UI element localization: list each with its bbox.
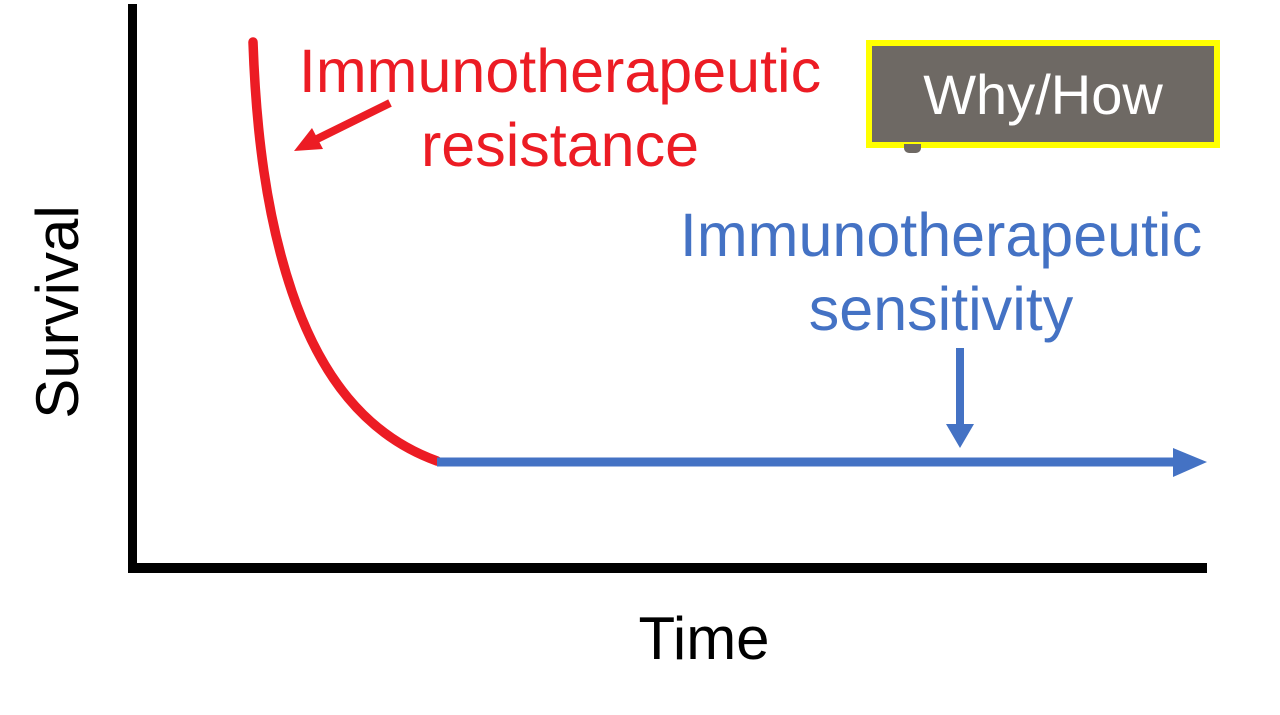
whyhow-callout-box: Why/How xyxy=(866,40,1220,148)
resistance-annotation-line1: Immunotherapeutic xyxy=(298,37,822,105)
x-axis-label: Time xyxy=(638,605,770,672)
resistance-annotation-line2: resistance xyxy=(420,111,699,179)
sensitivity-annotation: Immunotherapeutic sensitivity xyxy=(666,198,1216,346)
resistance-annotation: Immunotherapeutic resistance xyxy=(290,34,830,182)
sensitivity-line-arrow-head xyxy=(1173,448,1207,477)
resistance-curve xyxy=(248,37,442,466)
sensitivity-annotation-line1: Immunotherapeutic xyxy=(679,201,1203,269)
sensitivity-annotation-line2: sensitivity xyxy=(808,275,1074,343)
x-axis-line xyxy=(128,563,1207,573)
y-axis-line xyxy=(128,4,137,573)
sensitivity-arrow-head xyxy=(946,424,974,448)
whyhow-label: Why/How xyxy=(923,62,1163,126)
resistance-arrow-line xyxy=(313,99,392,144)
hidden-text-descender-blob xyxy=(904,144,921,153)
resistance-arrow-head xyxy=(294,128,323,151)
y-axis-label: Survival xyxy=(24,205,91,419)
